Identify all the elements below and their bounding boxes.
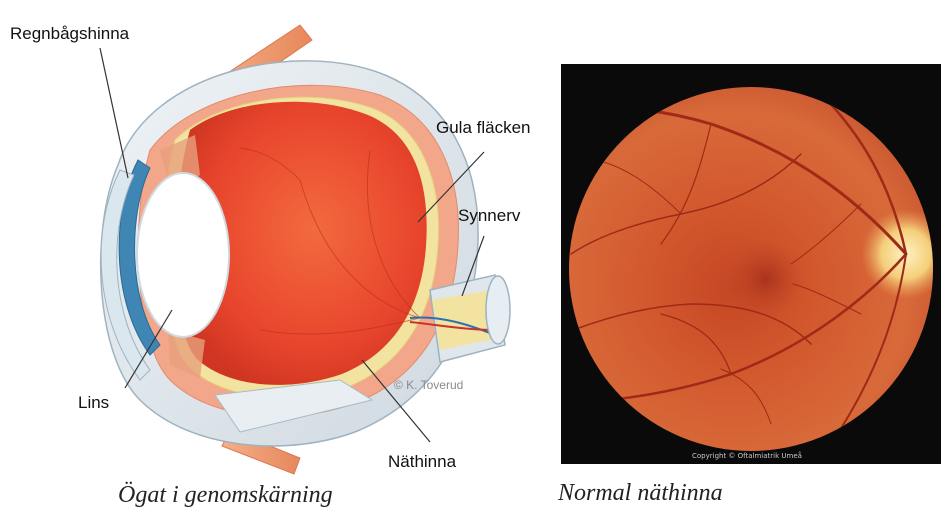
- optic-nerve-end: [486, 276, 510, 344]
- label-lens: Lins: [78, 393, 109, 413]
- photo-copyright: Copyright © Oftalmiatrik Umeå: [692, 452, 802, 460]
- macula-spot: [726, 239, 806, 319]
- label-iris: Regnbågshinna: [10, 24, 129, 44]
- illustrator-credit: © K. Toverud: [394, 378, 463, 392]
- iris-pointer: [100, 48, 128, 178]
- caption-normal-retina: Normal näthinna: [558, 480, 723, 507]
- label-optic-nerve: Synnerv: [458, 206, 520, 226]
- label-macula: Gula fläcken: [436, 118, 531, 138]
- label-retina: Näthinna: [388, 452, 456, 472]
- caption-eye-section: Ögat i genomskärning: [118, 482, 333, 509]
- retina-fundus-photo: [561, 64, 941, 464]
- lens: [137, 173, 229, 337]
